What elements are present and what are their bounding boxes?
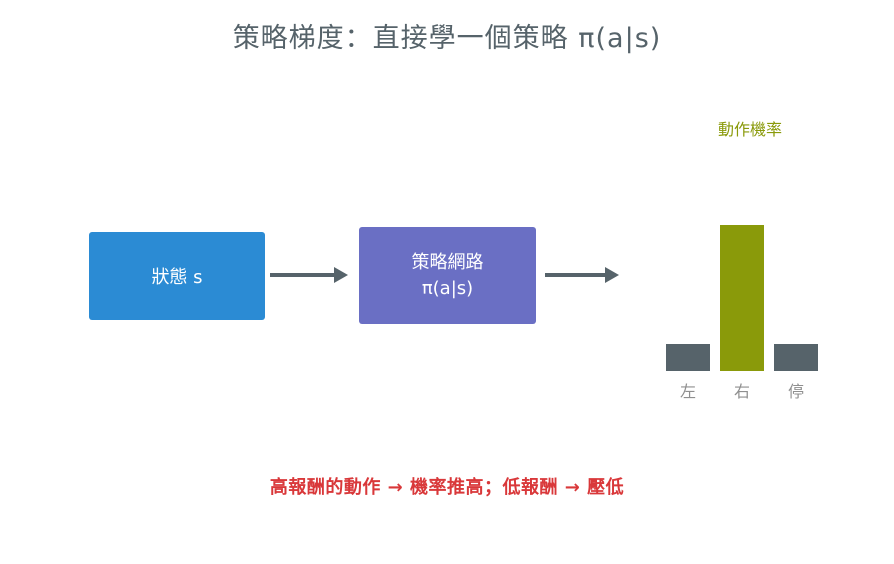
policy-label: 策略網路 (411, 251, 484, 273)
policy-network-box: 策略網路 π(a|s) (359, 227, 536, 324)
bar-0 (666, 344, 710, 371)
state-label: 狀態 s (151, 267, 203, 288)
bar-label-2: 停 (787, 382, 804, 401)
arrow-policy-to-probs (545, 267, 619, 283)
bar-1 (720, 225, 764, 371)
state-box: 狀態 s (89, 232, 265, 320)
bar-2 (774, 344, 818, 371)
chart-title: 動作機率 (717, 120, 782, 139)
page-title: 策略梯度：直接學一個策略 π(a|s) (232, 23, 662, 54)
bar-label-1: 右 (733, 382, 750, 401)
bar-label-0: 左 (679, 382, 696, 401)
arrow-state-to-policy (270, 267, 348, 283)
policy-formula: π(a|s) (421, 277, 474, 299)
footer-caption: 高報酬的動作 → 機率推高；低報酬 → 壓低 (269, 477, 625, 498)
